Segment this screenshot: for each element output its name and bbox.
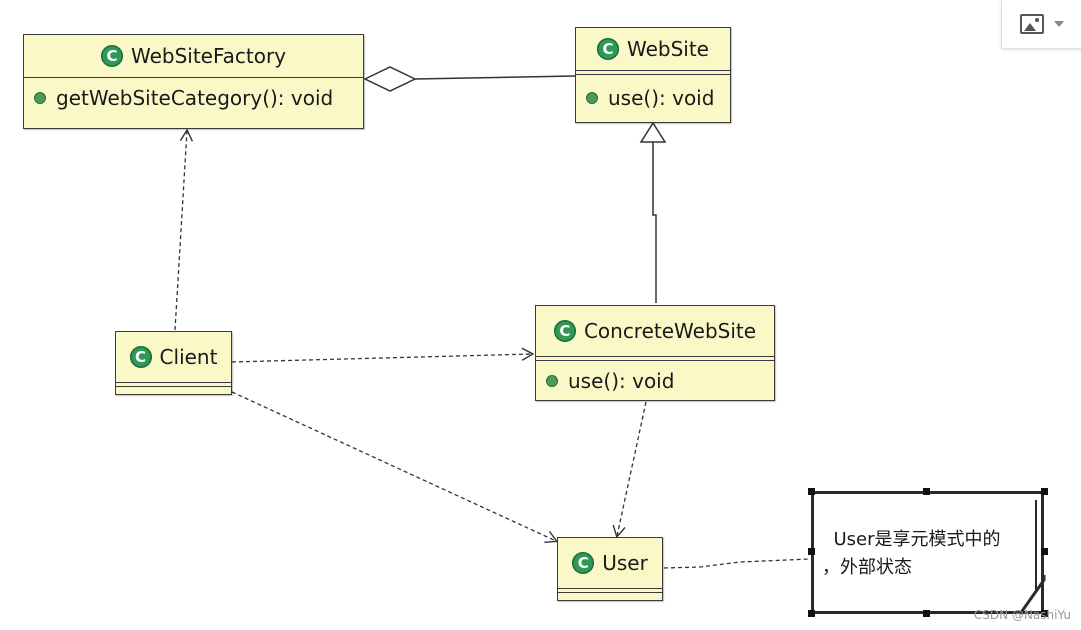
- dependency-client-factory: [174, 128, 194, 331]
- selection-handle[interactable]: [1041, 548, 1048, 555]
- divider: [558, 588, 662, 593]
- class-icon: C: [596, 38, 619, 60]
- method-signature: getWebSiteCategory(): void: [56, 86, 334, 110]
- divider: [536, 356, 774, 361]
- class-name: WebSiteFactory: [130, 44, 287, 68]
- class-icon: C: [553, 320, 576, 342]
- selection-handle[interactable]: [808, 610, 815, 617]
- method-visibility-icon: [586, 92, 598, 104]
- divider: [576, 70, 730, 75]
- selection-handle[interactable]: [1041, 488, 1048, 495]
- class-website[interactable]: C WebSite use(): void: [575, 27, 731, 123]
- inheritance-triangle: [639, 121, 667, 143]
- class-icon: C: [100, 45, 123, 67]
- note-box[interactable]: User是享元模式中的 ，外部状态: [811, 491, 1044, 614]
- selection-handle[interactable]: [923, 610, 930, 617]
- class-name: User: [602, 551, 648, 575]
- selection-handle[interactable]: [808, 488, 815, 495]
- note-text: User是享元模式中的 ，外部状态: [822, 529, 1001, 578]
- image-toolbar[interactable]: [1001, 0, 1081, 49]
- divider: [24, 77, 363, 78]
- dependency-client-concrete: [231, 347, 535, 363]
- method-signature: use(): void: [608, 86, 715, 110]
- class-name: WebSite: [626, 37, 709, 61]
- class-websitefactory[interactable]: C WebSiteFactory getWebSiteCategory(): v…: [23, 34, 364, 129]
- watermark: CSDN @NashiYu: [973, 608, 1071, 622]
- selection-handle[interactable]: [1041, 610, 1048, 617]
- dependency-client-user: [231, 391, 559, 543]
- class-icon: C: [572, 552, 595, 574]
- class-concretewebsite[interactable]: C ConcreteWebSite use(): void: [535, 305, 775, 401]
- selection-handle[interactable]: [923, 488, 930, 495]
- selection-handle[interactable]: [808, 548, 815, 555]
- class-client[interactable]: C Client: [115, 331, 232, 395]
- method-visibility-icon: [546, 375, 558, 387]
- generalization-concrete-website: [639, 121, 667, 303]
- method-signature: use(): void: [568, 369, 675, 393]
- class-name: Client: [159, 345, 218, 369]
- method-visibility-icon: [34, 92, 46, 104]
- image-icon[interactable]: [1020, 14, 1044, 34]
- chevron-down-icon[interactable]: [1054, 21, 1064, 27]
- note-anchor-line: [663, 558, 811, 569]
- class-icon: C: [129, 346, 152, 368]
- aggregation-factory-website: [363, 66, 576, 92]
- divider: [116, 382, 231, 387]
- dependency-concrete-user: [612, 401, 647, 539]
- class-user[interactable]: C User: [557, 537, 663, 601]
- class-name: ConcreteWebSite: [583, 319, 757, 343]
